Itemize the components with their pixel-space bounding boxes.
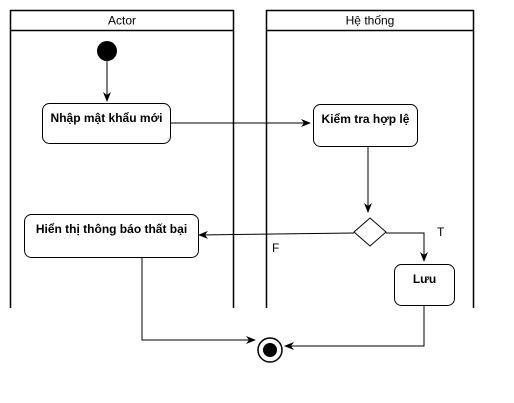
action-enter-new-password: Nhập mật khẩu mới [42, 103, 171, 144]
action-enter-new-password-label: Nhập mật khẩu mới [51, 111, 163, 125]
swimlane-actor-header [9, 9, 235, 32]
guard-label-false: F [272, 241, 279, 255]
flow-decision-to-show-failure [198, 230, 355, 239]
final-node-inner-dot [263, 343, 277, 357]
action-show-failure-notice-box [24, 214, 199, 258]
action-show-failure-notice: Hiển thị thông báo thất bại [24, 214, 199, 258]
decision-node [353, 217, 387, 247]
action-enter-new-password-box [42, 103, 171, 144]
initial-node [97, 41, 117, 61]
swimlane-system-title: Hệ thống [346, 14, 395, 28]
action-save-label: Lưu [413, 272, 436, 286]
control-flows [103, 61, 428, 350]
action-show-failure-notice-label: Hiển thị thông báo thất bại [36, 222, 187, 236]
swimlane-system: Hệ thống [265, 9, 475, 308]
action-validate-box [313, 104, 418, 147]
action-save-box [394, 264, 455, 306]
action-validate: Kiểm tra hợp lệ [313, 104, 418, 147]
swimlane-actor: Actor [9, 9, 235, 308]
swimlane-system-header [265, 9, 475, 32]
flow-show-failure-to-end [141, 258, 256, 344]
swimlane-actor-title: Actor [108, 14, 136, 28]
flow-decision-to-save [386, 232, 428, 262]
guard-label-true: T [437, 225, 445, 239]
action-save: Lưu [394, 264, 455, 306]
flow-save-to-end [284, 306, 425, 350]
action-validate-label: Kiểm tra hợp lệ [322, 112, 410, 126]
final-node [257, 337, 283, 363]
